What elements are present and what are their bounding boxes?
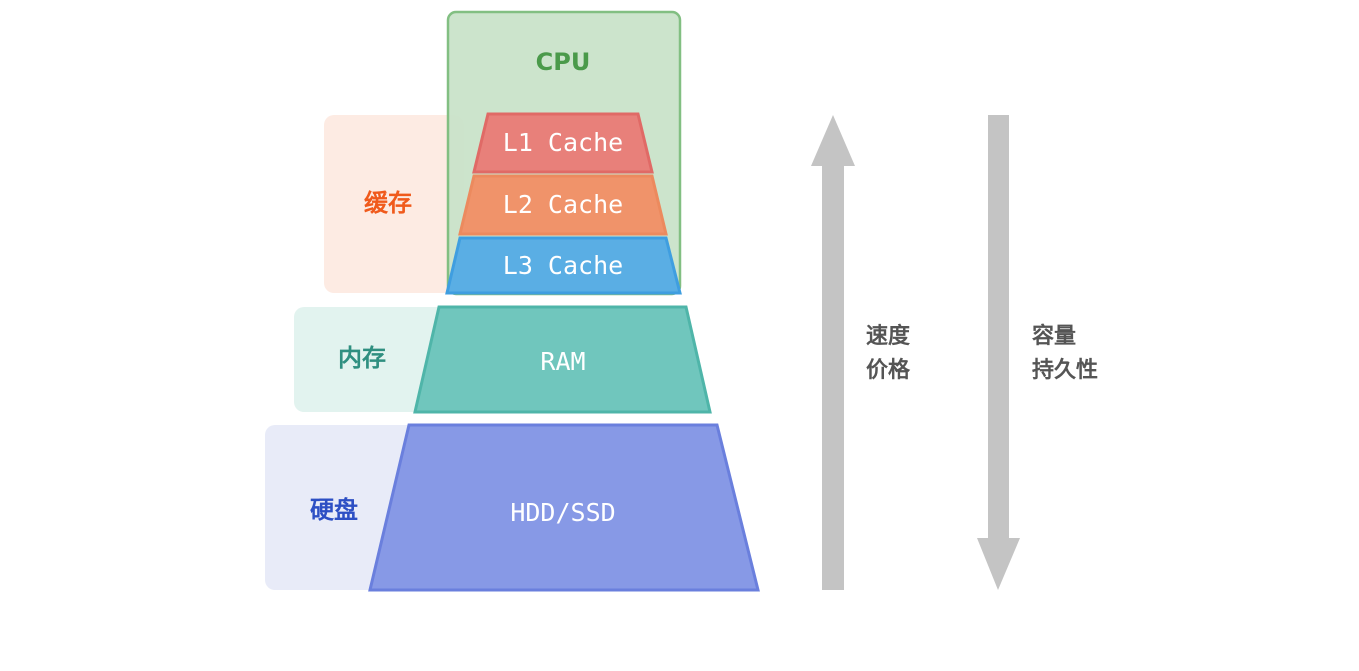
l2-cache-level — [458, 174, 668, 236]
ram-level — [413, 305, 712, 414]
speed-label: 速度 — [866, 323, 911, 349]
l3-cache-label: L3 Cache — [503, 251, 623, 280]
disk-group-label: 硬盘 — [310, 496, 358, 524]
l1-cache-label: L1 Cache — [503, 128, 623, 157]
cache-group-label: 缓存 — [364, 189, 412, 217]
arrow-down-icon — [977, 115, 1020, 590]
l2-cache-label: L2 Cache — [503, 190, 623, 219]
capacity-label: 容量 — [1032, 323, 1076, 349]
l1-cache-level — [472, 112, 654, 174]
ram-label: RAM — [540, 347, 585, 376]
l3-cache-level — [445, 236, 682, 295]
price-label: 价格 — [866, 357, 911, 383]
arrow-up-icon — [811, 115, 855, 590]
cpu-label: CPU — [536, 48, 591, 76]
cache-group-panel — [324, 115, 464, 293]
disk-level — [368, 423, 760, 592]
durability-label: 持久性 — [1032, 357, 1098, 383]
disk-label: HDD/SSD — [510, 498, 615, 527]
ram-group-label: 内存 — [338, 344, 386, 372]
